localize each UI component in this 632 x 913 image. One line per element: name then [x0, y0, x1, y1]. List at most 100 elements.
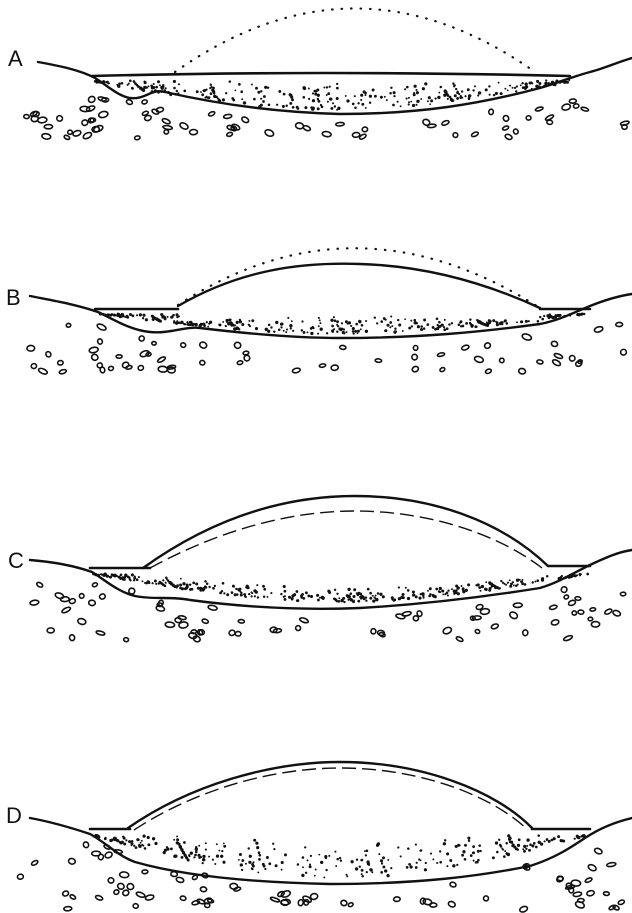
sediment-dot — [477, 583, 480, 586]
sediment-dot — [465, 322, 468, 325]
sediment-dot — [245, 863, 247, 865]
sediment-dot — [270, 326, 272, 328]
sediment-dot — [323, 876, 325, 878]
sediment-dot — [335, 865, 337, 867]
sediment-dot — [353, 588, 356, 591]
sediment-dot — [173, 585, 176, 588]
sediment-dot — [408, 97, 410, 99]
sediment-dot — [406, 866, 409, 869]
sediment-dot — [474, 85, 476, 87]
sediment-dot — [486, 321, 488, 323]
sediment-dot — [410, 320, 412, 322]
sediment-dot — [449, 859, 452, 862]
sediment-dot — [357, 600, 360, 603]
sediment-dot — [225, 325, 227, 327]
sediment-dot — [578, 313, 581, 316]
sediment-dot — [354, 330, 357, 333]
pebble — [396, 613, 406, 619]
pebble — [513, 603, 522, 608]
sediment-dot — [432, 326, 435, 329]
sediment-dot — [255, 87, 258, 90]
sediment-dot — [195, 851, 198, 854]
sediment-dot — [387, 874, 390, 877]
sediment-dot — [214, 863, 216, 865]
sediment-dot — [183, 323, 185, 325]
pebble — [519, 905, 528, 913]
sediment-dot — [310, 855, 312, 857]
sediment-dot — [411, 325, 413, 327]
sediment-dot — [218, 324, 220, 326]
sediment-dot — [404, 88, 406, 90]
pebble — [138, 365, 144, 371]
sediment-dot — [464, 95, 466, 97]
sediment-dot — [102, 80, 105, 83]
sediment-dot — [297, 107, 300, 110]
pebble — [170, 871, 177, 877]
sediment-dot — [212, 859, 214, 861]
sediment-dot — [278, 329, 281, 332]
sediment-dot — [236, 593, 238, 595]
pebble — [104, 851, 113, 859]
pebble — [448, 900, 457, 907]
sediment-dot — [222, 98, 225, 101]
sediment-dot — [165, 87, 167, 89]
sediment-dot — [516, 321, 518, 323]
sediment-dot — [360, 859, 362, 861]
sediment-dot — [155, 86, 158, 89]
sediment-dot — [465, 589, 468, 592]
sediment-dot — [420, 325, 423, 328]
sediment-dot — [284, 598, 287, 601]
sediment-dot — [297, 863, 300, 866]
sediment-dot — [408, 103, 410, 105]
pebble — [413, 345, 418, 350]
sediment-dot — [505, 842, 508, 845]
sediment-dot — [352, 595, 355, 598]
sediment-dot — [121, 82, 124, 85]
sediment-dot — [341, 322, 343, 324]
sediment-dot — [128, 83, 130, 85]
sediment-dot — [254, 595, 256, 597]
sediment-dot — [503, 855, 506, 858]
pebble — [145, 894, 154, 901]
sediment-dot — [280, 326, 282, 328]
pebble — [41, 133, 51, 140]
sediment-dot — [260, 104, 263, 107]
sediment-dot — [485, 588, 488, 591]
pebble — [62, 890, 69, 897]
pebble — [193, 635, 202, 643]
sediment-dot — [481, 585, 484, 588]
sediment-dot — [316, 594, 319, 597]
sediment-dot — [288, 596, 291, 599]
sediment-dot — [443, 842, 446, 845]
sediment-dot — [520, 84, 522, 86]
sediment-dot — [202, 589, 205, 592]
sediment-dot — [301, 320, 303, 322]
sediment-dot — [142, 89, 145, 92]
sediment-dot — [366, 871, 368, 873]
sediment-dot — [259, 854, 262, 857]
sediment-dot — [504, 319, 507, 322]
sediment-dot — [131, 573, 134, 576]
sediment-dot — [390, 315, 392, 317]
sediment-dot — [456, 864, 458, 866]
sediment-dot — [369, 102, 371, 104]
sediment-dot — [560, 577, 562, 579]
sediment-dot — [241, 98, 243, 100]
pebble — [37, 117, 47, 123]
pebble — [545, 114, 555, 121]
sediment-dot — [268, 324, 271, 327]
sediment-dot — [379, 593, 382, 596]
sediment-dot — [366, 849, 369, 852]
pebble — [453, 132, 458, 137]
pebble — [371, 628, 376, 634]
sediment-dot — [177, 92, 179, 94]
pebble — [604, 608, 613, 615]
sediment-dot — [472, 852, 474, 854]
sediment-dot — [317, 599, 320, 602]
sediment-dot — [225, 92, 227, 94]
sediment-dot — [194, 323, 197, 326]
pebble — [129, 588, 136, 594]
sediment-dot — [350, 325, 352, 327]
sediment-dot — [492, 856, 495, 859]
